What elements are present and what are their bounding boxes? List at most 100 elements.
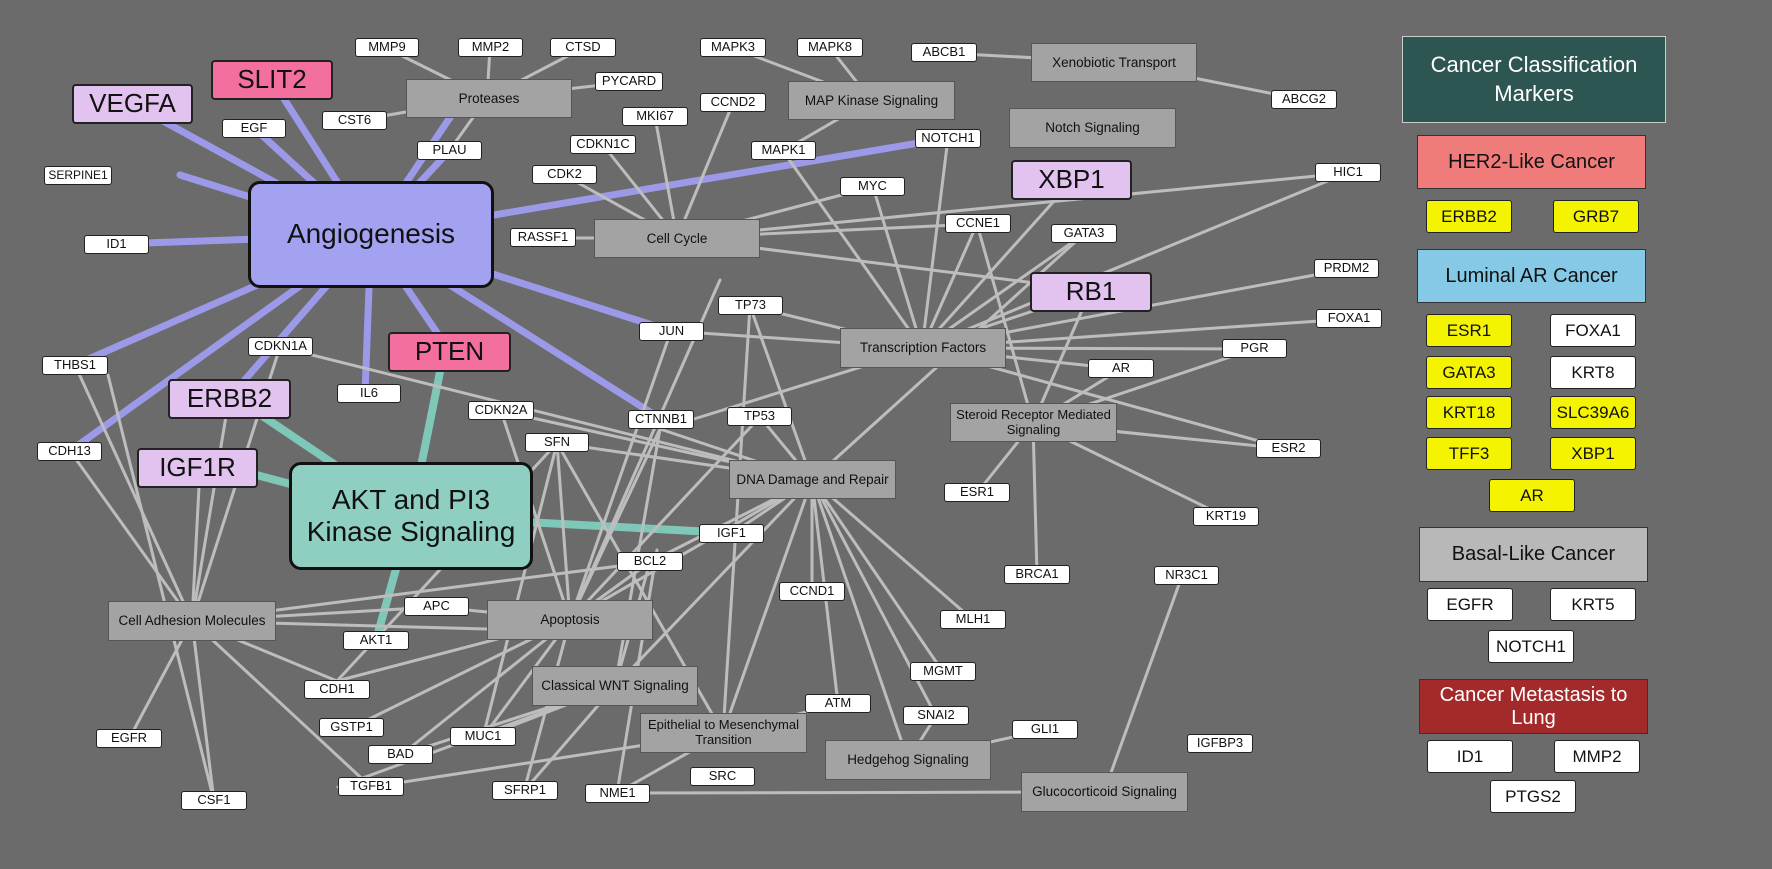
gene-node-igfbp3[interactable]: IGFBP3 bbox=[1187, 734, 1253, 753]
gene-node-src[interactable]: SRC bbox=[690, 767, 755, 786]
gene-node-hic1[interactable]: HIC1 bbox=[1315, 163, 1381, 182]
pathway-node-xenobiotic-transport[interactable]: Xenobiotic Transport bbox=[1031, 43, 1197, 82]
gene-node-gli1[interactable]: GLI1 bbox=[1012, 720, 1078, 739]
gene-node-rassf1[interactable]: RASSF1 bbox=[510, 228, 576, 247]
pathway-node-transcription-factors[interactable]: Transcription Factors bbox=[840, 328, 1006, 368]
gene-node-notch1[interactable]: NOTCH1 bbox=[915, 129, 981, 148]
gene-node-tp73[interactable]: TP73 bbox=[718, 296, 783, 315]
gene-node-apc[interactable]: APC bbox=[404, 597, 469, 616]
gene-node-muc1[interactable]: MUC1 bbox=[450, 727, 516, 746]
gene-node-pycard[interactable]: PYCARD bbox=[595, 72, 663, 91]
gene-node-mmp2[interactable]: MMP2 bbox=[458, 38, 523, 57]
gene-node-ccnd1[interactable]: CCND1 bbox=[779, 582, 845, 601]
gene-node-igf1[interactable]: IGF1 bbox=[699, 524, 764, 543]
gene-node-egf[interactable]: EGF bbox=[222, 119, 286, 138]
edge-gray bbox=[653, 115, 679, 240]
gene-node-cdh13[interactable]: CDH13 bbox=[37, 442, 102, 461]
gene-node-vegfa[interactable]: VEGFA bbox=[72, 84, 193, 124]
gene-node-esr2[interactable]: ESR2 bbox=[1256, 439, 1321, 458]
edge-gray bbox=[781, 149, 924, 350]
pathway-node-notch[interactable]: Notch Signaling bbox=[1009, 108, 1176, 148]
gene-node-gata3[interactable]: GATA3 bbox=[1051, 224, 1117, 243]
legend-group-her2: HER2-Like Cancer bbox=[1417, 135, 1646, 189]
gene-node-ccne1[interactable]: CCNE1 bbox=[945, 214, 1011, 233]
gene-node-tp53[interactable]: TP53 bbox=[727, 407, 792, 426]
gene-node-nme1[interactable]: NME1 bbox=[585, 784, 650, 803]
pathway-node-glucocorticoid[interactable]: Glucocorticoid Signaling bbox=[1021, 772, 1188, 812]
gene-node-csf1[interactable]: CSF1 bbox=[181, 791, 247, 810]
gene-node-myc[interactable]: MYC bbox=[840, 177, 905, 196]
gene-node-cdkn2a[interactable]: CDKN2A bbox=[468, 401, 534, 420]
gene-node-cdkn1c[interactable]: CDKN1C bbox=[570, 135, 636, 154]
gene-node-mlh1[interactable]: MLH1 bbox=[940, 610, 1006, 629]
gene-node-cst6[interactable]: CST6 bbox=[322, 111, 387, 130]
gene-node-brca1[interactable]: BRCA1 bbox=[1004, 565, 1070, 584]
gene-node-gstp1[interactable]: GSTP1 bbox=[319, 718, 384, 737]
pathway-node-dna-damage-repair[interactable]: DNA Damage and Repair bbox=[729, 460, 896, 499]
legend-title: Cancer Classification Markers bbox=[1402, 36, 1666, 123]
gene-node-egfr[interactable]: EGFR bbox=[96, 729, 162, 748]
gene-node-abcg2[interactable]: ABCG2 bbox=[1271, 90, 1337, 109]
gene-node-ctnnb1[interactable]: CTNNB1 bbox=[628, 410, 694, 429]
gene-node-sfrp1[interactable]: SFRP1 bbox=[492, 781, 558, 800]
gene-node-mki67[interactable]: MKI67 bbox=[622, 107, 688, 126]
gene-node-snai2[interactable]: SNAI2 bbox=[903, 706, 969, 725]
gene-node-esr1[interactable]: ESR1 bbox=[944, 483, 1010, 502]
gene-node-plau[interactable]: PLAU bbox=[417, 141, 482, 160]
gene-node-pten[interactable]: PTEN bbox=[388, 332, 511, 372]
gene-node-bcl2[interactable]: BCL2 bbox=[617, 552, 683, 571]
pathway-node-proteases[interactable]: Proteases bbox=[406, 79, 572, 118]
gene-node-thbs1[interactable]: THBS1 bbox=[42, 356, 108, 375]
gene-node-cdh1[interactable]: CDH1 bbox=[304, 680, 370, 699]
pathway-node-map-kinase[interactable]: MAP Kinase Signaling bbox=[788, 81, 955, 120]
edge-gray bbox=[481, 441, 559, 739]
edge-gray bbox=[871, 185, 924, 350]
hub-akt-pi3k[interactable]: AKT and PI3 Kinase Signaling bbox=[289, 462, 533, 570]
gene-node-mapk3[interactable]: MAPK3 bbox=[700, 38, 766, 57]
gene-node-ctsd[interactable]: CTSD bbox=[550, 38, 616, 57]
gene-node-rb1[interactable]: RB1 bbox=[1030, 272, 1152, 312]
gene-node-nr3c1[interactable]: NR3C1 bbox=[1154, 566, 1219, 585]
gene-node-atm[interactable]: ATM bbox=[805, 694, 871, 713]
gene-node-cdk2[interactable]: CDK2 bbox=[532, 165, 597, 184]
gene-node-foxa1[interactable]: FOXA1 bbox=[1316, 309, 1382, 328]
gene-node-pgr[interactable]: PGR bbox=[1222, 339, 1287, 358]
gene-node-bad[interactable]: BAD bbox=[368, 745, 433, 764]
hub-angiogenesis[interactable]: Angiogenesis bbox=[248, 181, 494, 288]
gene-node-slit2[interactable]: SLIT2 bbox=[211, 60, 333, 100]
gene-node-abcb1[interactable]: ABCB1 bbox=[911, 43, 977, 62]
gene-node-prdm2[interactable]: PRDM2 bbox=[1314, 259, 1379, 278]
gene-node-tgfb1[interactable]: TGFB1 bbox=[338, 777, 404, 796]
gene-node-jun[interactable]: JUN bbox=[639, 322, 704, 341]
gene-node-mgmt[interactable]: MGMT bbox=[910, 662, 976, 681]
pathway-node-hedgehog[interactable]: Hedgehog Signaling bbox=[825, 740, 991, 780]
edge-gray bbox=[721, 304, 752, 735]
gene-node-ar[interactable]: AR bbox=[1088, 359, 1154, 378]
edge-angiogenesis bbox=[490, 134, 952, 219]
gene-node-erbb2[interactable]: ERBB2 bbox=[168, 379, 291, 419]
gene-node-igf1r[interactable]: IGF1R bbox=[137, 448, 258, 488]
pathway-node-wnt[interactable]: Classical WNT Signaling bbox=[532, 666, 698, 706]
edge-gray bbox=[675, 171, 1349, 240]
gene-node-il6[interactable]: IL6 bbox=[337, 384, 401, 403]
edge-gray bbox=[568, 415, 762, 622]
gene-node-mapk8[interactable]: MAPK8 bbox=[797, 38, 863, 57]
edge-gray bbox=[499, 409, 572, 622]
edge-gray bbox=[568, 329, 673, 622]
gene-node-ccnd2[interactable]: CCND2 bbox=[700, 93, 766, 112]
gene-node-xbp1[interactable]: XBP1 bbox=[1011, 160, 1132, 200]
gene-node-id1[interactable]: ID1 bbox=[84, 235, 149, 254]
pathway-node-apoptosis[interactable]: Apoptosis bbox=[487, 600, 653, 640]
gene-node-serpine1[interactable]: SERPINE1 bbox=[44, 166, 112, 185]
gene-node-cdkn1a[interactable]: CDKN1A bbox=[248, 337, 313, 356]
gene-node-krt19[interactable]: KRT19 bbox=[1193, 507, 1259, 526]
gene-node-mmp9[interactable]: MMP9 bbox=[355, 38, 419, 57]
gene-node-akt1[interactable]: AKT1 bbox=[343, 631, 409, 650]
gene-node-sfn[interactable]: SFN bbox=[525, 433, 589, 452]
pathway-node-cell-adhesion[interactable]: Cell Adhesion Molecules bbox=[108, 601, 276, 641]
pathway-node-steroid-receptor[interactable]: Steroid Receptor Mediated Signaling bbox=[950, 403, 1117, 442]
gene-node-mapk1[interactable]: MAPK1 bbox=[751, 141, 816, 160]
pathway-node-emt[interactable]: Epithelial to Mesenchymal Transition bbox=[640, 713, 807, 753]
edge-gray bbox=[920, 171, 1349, 350]
pathway-node-cell-cycle[interactable]: Cell Cycle bbox=[594, 219, 760, 258]
